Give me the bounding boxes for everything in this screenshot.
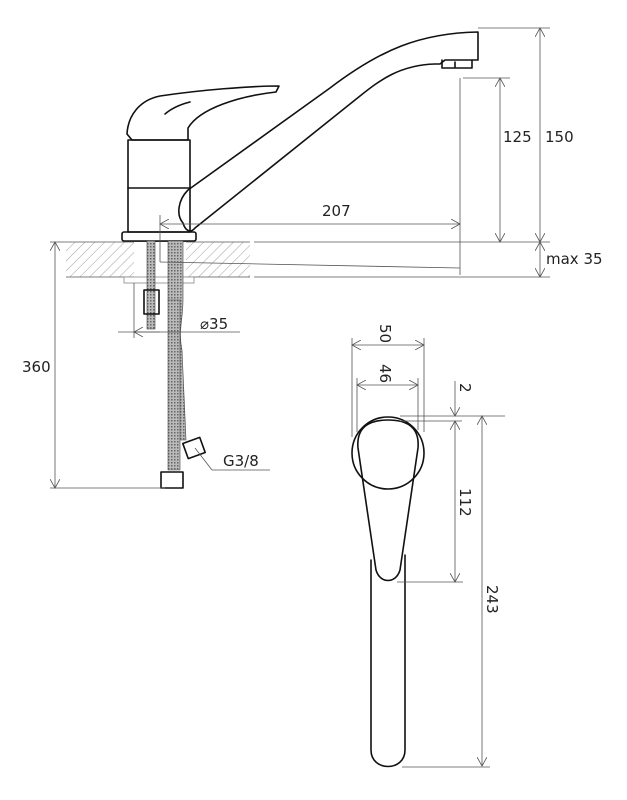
hose-length-label: 360 xyxy=(22,358,51,376)
base-plate xyxy=(121,231,197,242)
lever-top xyxy=(357,419,419,582)
connection-label: G3/8 xyxy=(223,452,259,470)
threaded-rod xyxy=(146,240,156,330)
inner-width-label: 46 xyxy=(376,364,394,383)
offset-label: 2 xyxy=(456,383,474,393)
faucet-side-view xyxy=(121,31,479,489)
lever-length-label: 112 xyxy=(456,488,474,517)
lever-handle xyxy=(126,85,280,141)
spout-height-label: 125 xyxy=(503,128,532,146)
nut xyxy=(143,289,160,315)
mounting-plate xyxy=(123,276,195,284)
hose-nut-2 xyxy=(182,436,206,460)
counter-thickness-label: max 35 xyxy=(546,250,603,268)
reach-label: 207 xyxy=(322,202,351,220)
outer-diameter-label: 50 xyxy=(376,324,394,343)
side-dimensions: 207 125 150 max 35 ⌀35 360 ⌀35 G3/8 xyxy=(22,28,603,488)
spout-top xyxy=(370,554,406,768)
hose-nut-1 xyxy=(160,471,184,489)
top-dimensions: 50 46 2 112 243 xyxy=(352,324,505,768)
aerator xyxy=(441,59,473,69)
total-length-label: 243 xyxy=(483,585,501,614)
total-height-label: 150 xyxy=(545,128,574,146)
hose-braided-2 xyxy=(167,299,181,471)
hole-diameter-label: ⌀35 xyxy=(200,315,228,333)
faucet-top-view xyxy=(351,416,425,768)
